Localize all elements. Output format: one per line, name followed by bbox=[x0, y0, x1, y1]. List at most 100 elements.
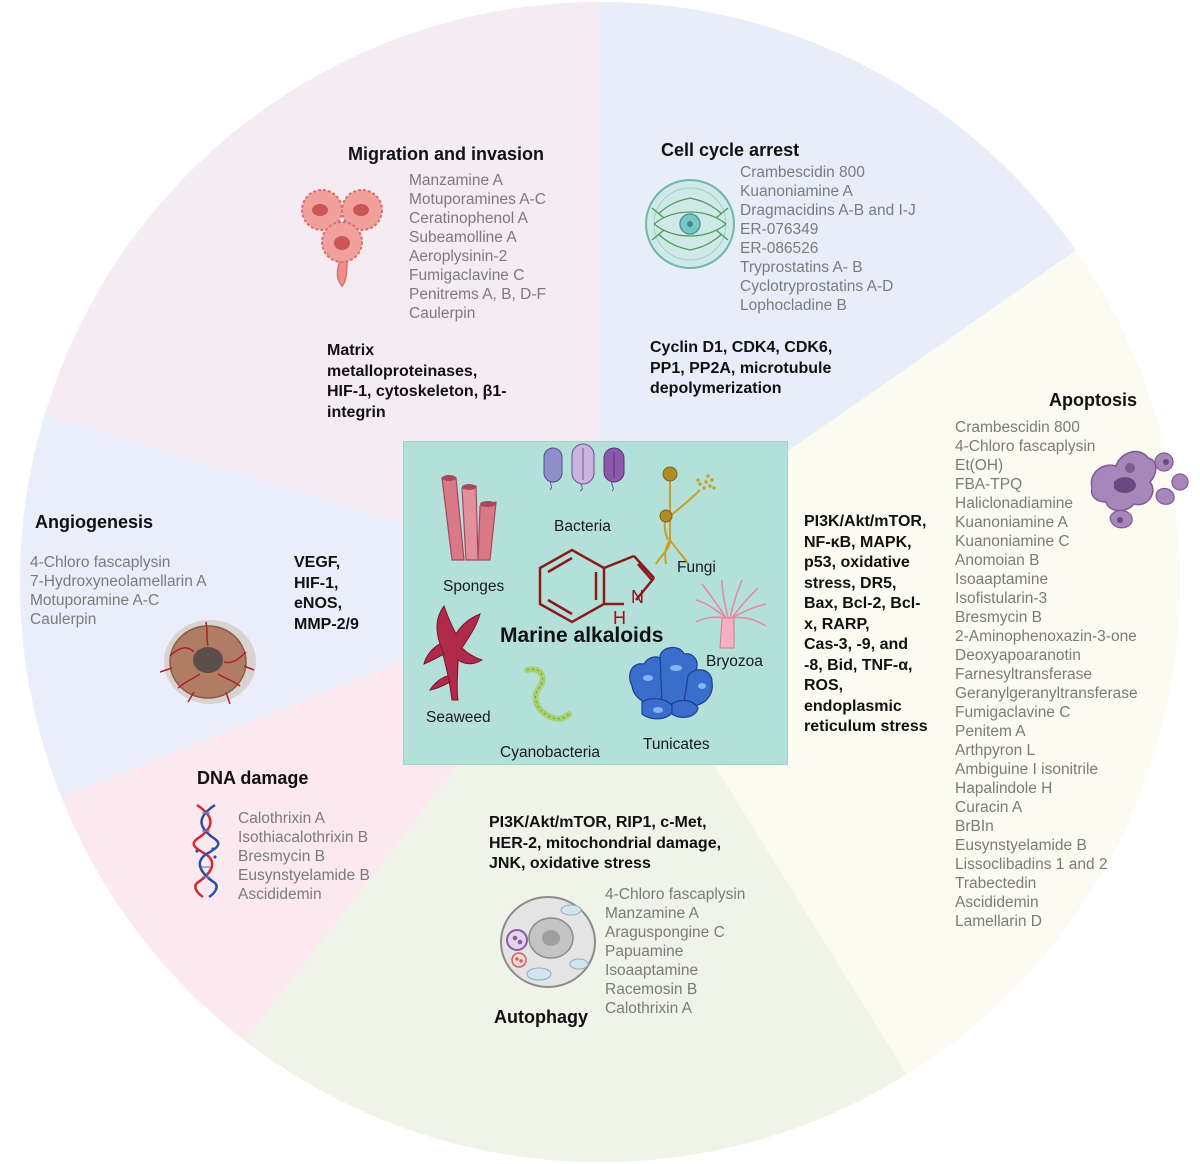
compound-item: Kuanoniamine A bbox=[740, 183, 853, 200]
bryozoa-icon bbox=[695, 579, 767, 649]
compound-item: Manzamine A bbox=[605, 905, 699, 922]
compound-item: Lamellarin D bbox=[955, 913, 1043, 930]
compound-item: Subeamolline A bbox=[409, 229, 517, 246]
cell-cycle-targets: Cyclin D1, CDK4, CDK6, PP1, PP2A, microt… bbox=[650, 338, 832, 400]
target-line: Matrix bbox=[327, 342, 375, 359]
indole-structure-icon bbox=[538, 548, 655, 624]
compound-item: Kuanoniamine A bbox=[955, 514, 1068, 531]
cyanobacteria-icon bbox=[524, 666, 572, 722]
compound-item: Aeroplysinin-2 bbox=[409, 248, 508, 265]
target-line: PP1, PP2A, microtubule bbox=[650, 359, 832, 377]
target-line: PI3K/Akt/mTOR, bbox=[804, 513, 927, 530]
target-line: x, RARP, bbox=[804, 615, 870, 633]
compound-item: Ascididemin bbox=[238, 886, 322, 903]
compound-item: Araguspongine C bbox=[605, 924, 725, 941]
bacteria-label: Bacteria bbox=[554, 518, 611, 535]
compound-item: 4-Chloro fascaplysin bbox=[955, 438, 1096, 455]
compound-item: Caulerpin bbox=[30, 611, 97, 628]
angiogenesis-title: Angiogenesis bbox=[35, 512, 154, 532]
target-line: stress, DR5, bbox=[804, 574, 897, 592]
compound-item: Calothrixin A bbox=[605, 1000, 693, 1017]
compound-item: Ambiguine I isonitrile bbox=[955, 761, 1099, 778]
target-line: metalloproteinases, bbox=[327, 362, 478, 380]
target-line: Cas-3, -9, and bbox=[804, 636, 909, 653]
compound-item: Fumigaclavine C bbox=[409, 267, 525, 284]
tumor-vasculature-icon bbox=[159, 620, 256, 705]
compound-item: Penitrems A, B, D-F bbox=[409, 286, 546, 303]
target-line: reticulum stress bbox=[804, 718, 928, 735]
compound-item: Eusynstyelamide B bbox=[955, 837, 1087, 854]
nh-n-label: N bbox=[631, 587, 644, 607]
apoptosis-title: Apoptosis bbox=[1049, 390, 1137, 410]
sponge-icon bbox=[441, 475, 497, 561]
sector-angiogenesis-bg bbox=[20, 395, 600, 830]
apoptotic-cell-icon bbox=[1090, 450, 1189, 529]
apoptosis-targets: PI3K/Akt/mTOR, NF-κB, MAPK, p53, oxidati… bbox=[804, 512, 928, 738]
target-line: NF-κB, MAPK, bbox=[804, 533, 912, 551]
target-line: endoplasmic bbox=[804, 697, 902, 715]
nh-h-label: H bbox=[613, 608, 626, 628]
dna-damage-compound-list: Calothrixin A Isothiacalothrixin B Bresm… bbox=[238, 809, 370, 904]
compound-item: Caulerpin bbox=[409, 305, 476, 322]
autophagy-title: Autophagy bbox=[494, 1007, 588, 1027]
compound-item: Curacin A bbox=[955, 799, 1023, 816]
compound-item: Bresmycin B bbox=[955, 609, 1042, 626]
compound-item: Lissoclibadins 1 and 2 bbox=[955, 856, 1108, 873]
compound-item: FBA-TPQ bbox=[955, 476, 1023, 493]
target-line: MMP-2/9 bbox=[294, 615, 359, 633]
target-line: JNK, oxidative stress bbox=[489, 855, 651, 872]
target-line: HIF-1, cytoskeleton, β1- bbox=[327, 383, 507, 400]
dividing-cell-icon bbox=[645, 179, 735, 269]
dna-helix-icon bbox=[192, 803, 220, 899]
compound-item: Motuporamine A-C bbox=[30, 592, 160, 609]
compound-item: Penitem A bbox=[955, 723, 1026, 740]
compound-item: Ascididemin bbox=[955, 894, 1039, 911]
target-line: eNOS, bbox=[294, 595, 343, 612]
marine-alkaloids-title: Marine alkaloids bbox=[500, 624, 664, 647]
target-line: VEGF, bbox=[294, 554, 341, 571]
compound-item: Et(OH) bbox=[955, 457, 1004, 474]
compound-item: ER-086526 bbox=[740, 240, 819, 257]
sector-autophagy-bg bbox=[120, 582, 985, 1162]
target-line: -8, Bid, TNF-α, bbox=[804, 656, 913, 674]
bryozoa-label: Bryozoa bbox=[706, 653, 763, 670]
compound-item: Papuamine bbox=[605, 943, 684, 960]
marine-sources-panel: Bacteria Sponges Fungi bbox=[403, 441, 788, 765]
compound-item: Geranylgeranyltransferase bbox=[955, 685, 1138, 702]
target-line: HER-2, mitochondrial damage, bbox=[489, 834, 722, 852]
angiogenesis-targets: VEGF, HIF-1, eNOS, MMP-2/9 bbox=[294, 553, 359, 635]
apoptosis-compound-list: Crambescidin 800 4-Chloro fascaplysin Et… bbox=[955, 418, 1138, 931]
compound-item: Haliclonadiamine bbox=[955, 495, 1074, 512]
target-line: integrin bbox=[327, 403, 386, 421]
migration-compound-list: Manzamine A Motuporamines A-C Ceratinoph… bbox=[409, 171, 546, 323]
compound-item: 7-Hydroxyneolamellarin A bbox=[30, 573, 207, 590]
autophagy-compound-list: 4-Chloro fascaplysin Manzamine A Aragusp… bbox=[605, 885, 745, 1018]
migration-title: Migration and invasion bbox=[348, 144, 545, 164]
angiogenesis-compound-list: 4-Chloro fascaplysin 7-Hydroxyneolamella… bbox=[30, 553, 207, 629]
tunicates-label: Tunicates bbox=[643, 736, 710, 753]
target-line: Bax, Bcl-2, Bcl- bbox=[804, 595, 921, 612]
dna-damage-title: DNA damage bbox=[197, 768, 309, 788]
compound-item: Racemosin B bbox=[605, 981, 698, 998]
compound-item: Crambescidin 800 bbox=[740, 164, 865, 181]
target-line: HIF-1, bbox=[294, 574, 339, 592]
compound-item: Tryprostatins A- B bbox=[740, 259, 863, 276]
compound-item: 4-Chloro fascaplysin bbox=[30, 554, 171, 571]
compound-item: Crambescidin 800 bbox=[955, 419, 1080, 436]
compound-item: Deoxyapoaranotin bbox=[955, 647, 1081, 664]
compound-item: Isofistularin-3 bbox=[955, 590, 1048, 607]
compound-item: Isoaaptamine bbox=[605, 962, 699, 979]
bacteria-icon bbox=[543, 443, 625, 492]
compound-item: Cyclotryprostatins A-D bbox=[740, 278, 894, 295]
target-line: Cyclin D1, CDK4, CDK6, bbox=[650, 339, 833, 356]
compound-item: Dragmacidins A-B and I-J bbox=[740, 202, 916, 219]
compound-item: Isoaaptamine bbox=[955, 571, 1049, 588]
compound-item: Ceratinophenol A bbox=[409, 210, 528, 227]
tunicates-icon bbox=[629, 646, 713, 720]
seaweed-label: Seaweed bbox=[426, 709, 491, 726]
target-line: PI3K/Akt/mTOR, RIP1, c-Met, bbox=[489, 814, 707, 831]
compound-item: Fumigaclavine C bbox=[955, 704, 1071, 721]
compound-item: Calothrixin A bbox=[238, 810, 326, 827]
migrating-cells-icon bbox=[301, 189, 383, 288]
